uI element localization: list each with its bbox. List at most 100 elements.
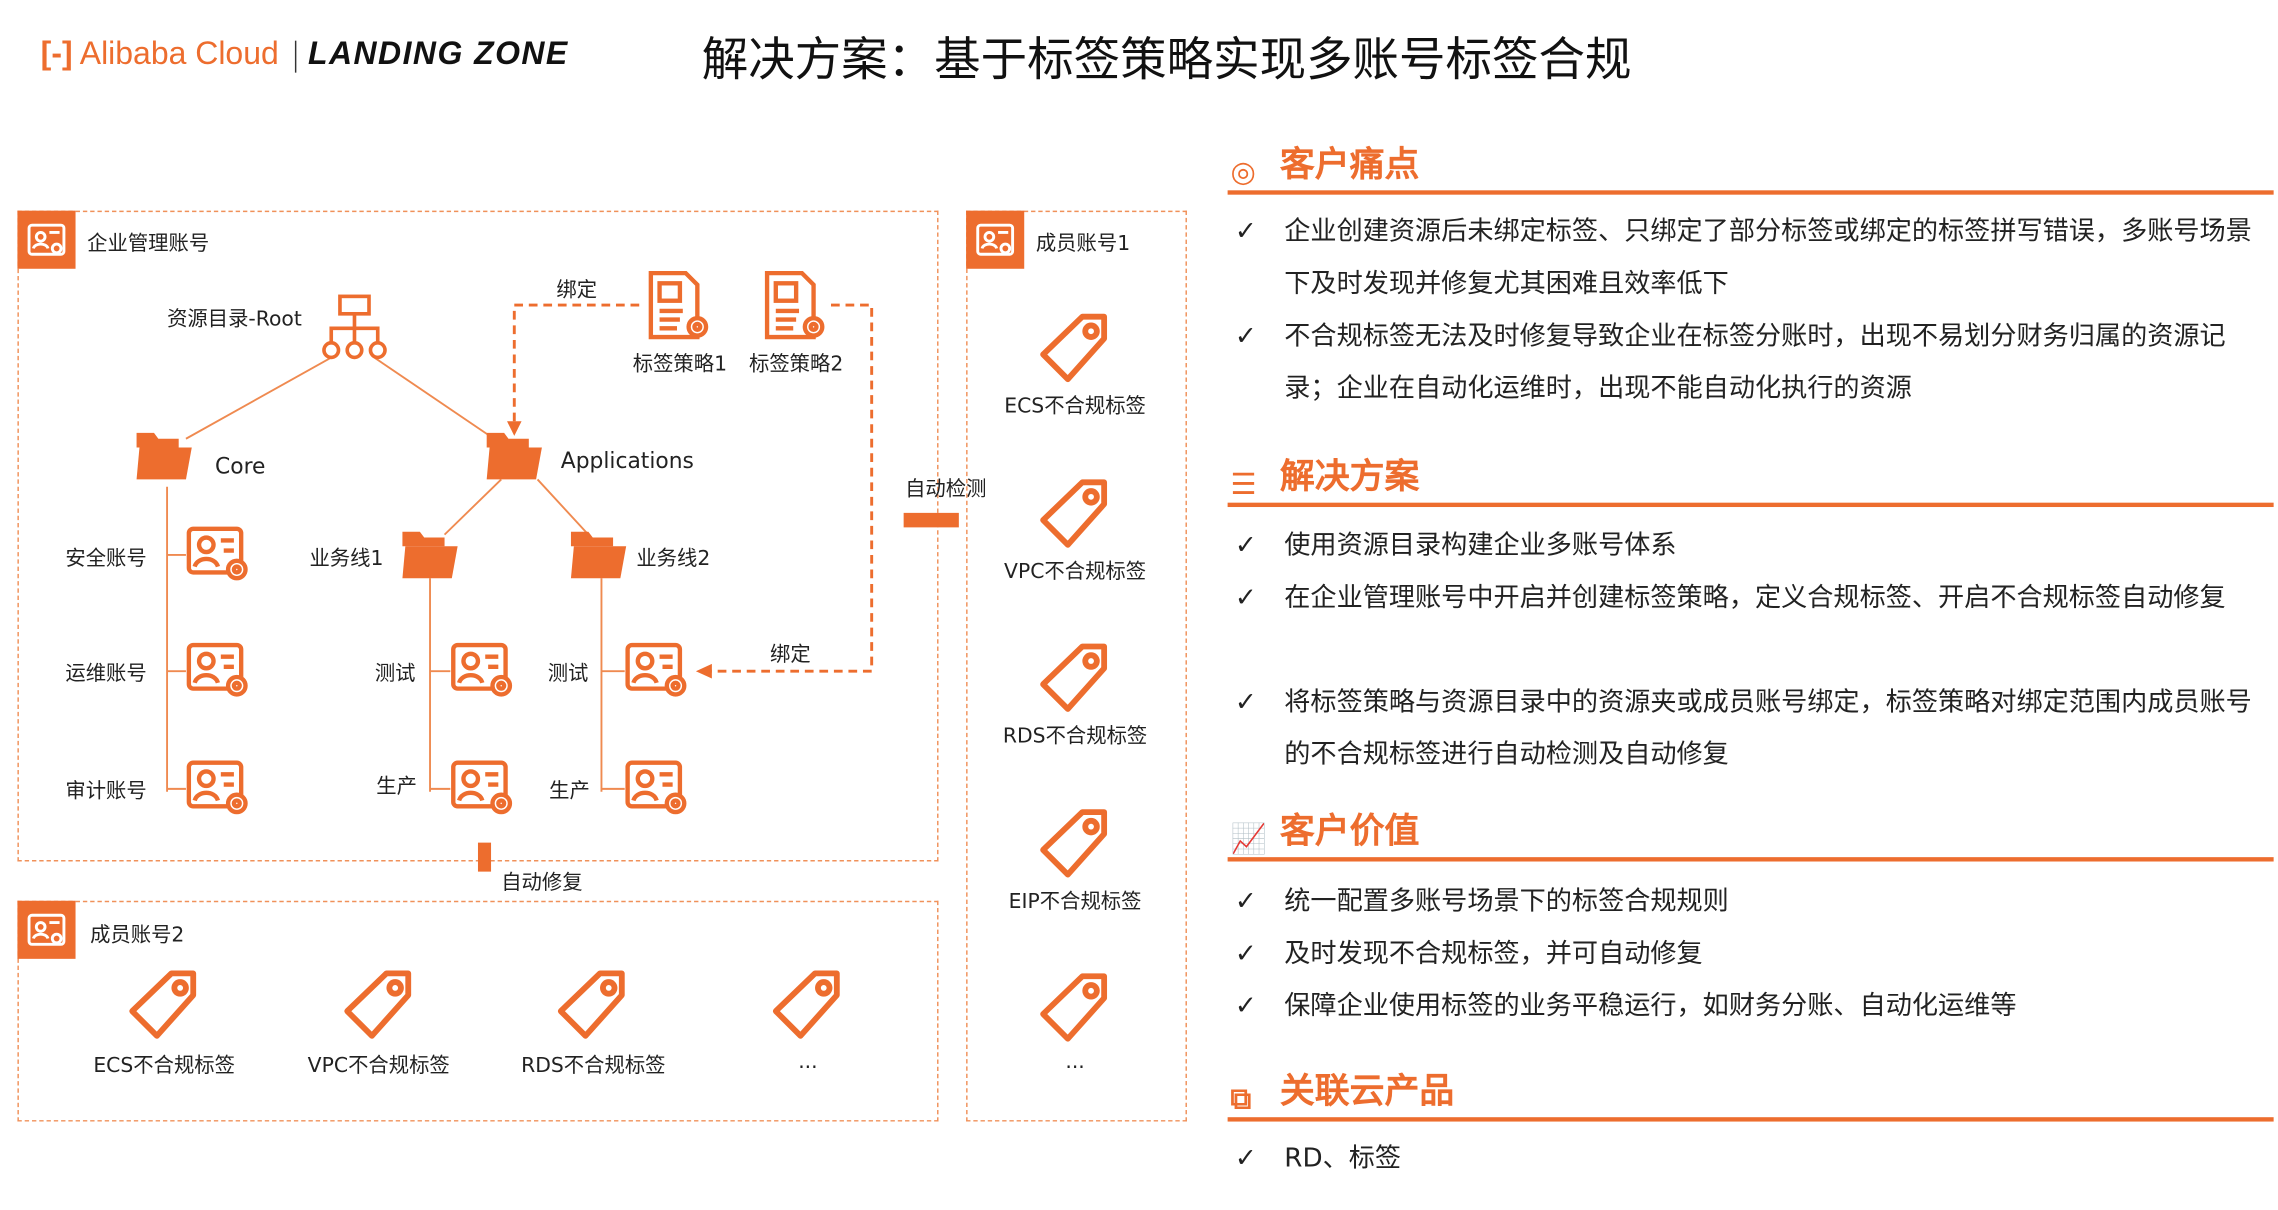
member2-box (17, 900, 939, 1122)
bullet-text: 在企业管理账号中开启并创建标签策略，定义合规标签、开启不合规标签自动修复 (1284, 582, 2226, 614)
bullet-item: ✓使用资源目录构建企业多账号体系 (1235, 520, 2269, 572)
check-icon: ✓ (1234, 582, 1257, 614)
section-checklist-icon: ☰ (1230, 466, 1257, 502)
section-title: 客户痛点 (1279, 143, 1420, 185)
check-icon: ✓ (1234, 687, 1257, 718)
auto-detect-label: 自动检测 (905, 477, 987, 502)
bullet-text: RD、标签 (1284, 1143, 1402, 1174)
bind-label: 绑定 (769, 643, 811, 667)
member2-label: 成员账号2 (90, 923, 185, 948)
tag-policy-icon (761, 269, 828, 342)
check-icon: ✓ (1234, 938, 1257, 970)
account-label: 安全账号 (65, 547, 147, 571)
tag-policy-icon (645, 269, 712, 342)
account-label: 测试 (547, 662, 589, 686)
account-label: 生产 (549, 780, 590, 804)
folder-line2-label: 业务线2 (636, 547, 711, 571)
section-header: ◎ 客户痛点 (1231, 135, 1420, 192)
alibaba-cloud-logo: [-] Alibaba Cloud (40, 34, 279, 72)
section-rule (1227, 502, 2274, 508)
tag-label: RDS不合规标签 (521, 1054, 666, 1078)
folder-icon (134, 430, 195, 482)
member1-label: 成员账号1 (1035, 232, 1131, 256)
section-linked-products-icon: ⧉ (1230, 1080, 1252, 1116)
tag-icon (1039, 642, 1112, 715)
bullet-item: ✓ 保障企业使用标签的业务平稳运行，如财务分账、自动化运维等 (1235, 981, 2269, 1033)
bullet-text: 不合规标签无法及时修复导致企业在标签分账时，出现不易划分财务归属的资源记录；企业… (1284, 321, 2226, 404)
bullet-text: 使用资源目录构建企业多账号体系 (1284, 530, 1677, 561)
section-rule (1227, 190, 2274, 195)
account-icon (625, 639, 692, 703)
tag-label: ECS不合规标签 (93, 1054, 236, 1078)
resource-directory-icon (320, 293, 390, 363)
account-icon (186, 757, 253, 821)
account-icon (17, 210, 76, 269)
landing-zone-logo: LANDING ZONE (307, 34, 569, 72)
account-label: 测试 (374, 662, 416, 686)
bullet-text: 及时发现不合规标签，并可自动修复 (1284, 938, 1703, 970)
auto-fix-arrow (477, 842, 492, 872)
tag-icon (772, 969, 845, 1042)
tag-icon (1039, 807, 1112, 880)
folder-icon (568, 529, 629, 581)
bullet-item: ✓ 将标签策略与资源目录中的资源夹或成员账号绑定，标签策略对绑定范围内成员账号的不… (1235, 677, 2269, 782)
tag-icon (1039, 972, 1112, 1045)
member1-box (966, 210, 1187, 1122)
folder-core-label: Core (215, 453, 266, 480)
section-target-icon: ◎ (1230, 153, 1256, 189)
bullet-text: 将标签策略与资源目录中的资源夹或成员账号绑定，标签策略对绑定范围内成员账号的不合… (1284, 687, 2252, 770)
section-chart-growth-icon: 📈 (1230, 820, 1267, 856)
account-icon (186, 639, 253, 703)
section-title: 关联云产品 (1279, 1070, 1455, 1112)
folder-icon (484, 430, 545, 482)
logo-divider (294, 40, 297, 73)
tag-label: VPC不合规标签 (1004, 560, 1147, 584)
section-header: ☰ 解决方案 (1231, 447, 1420, 504)
account-icon (186, 523, 253, 587)
tag-icon (1039, 312, 1112, 385)
bullet-item: ✓ 企业创建资源后未绑定标签、只绑定了部分标签或绑定的标签拼写错误，多账号场景下及… (1235, 206, 2269, 311)
account-icon (450, 639, 517, 703)
check-icon: ✓ (1234, 1143, 1257, 1174)
mgmt-account-label: 企业管理账号 (87, 232, 210, 256)
section-title: 解决方案 (1279, 456, 1420, 497)
bullet-item: ✓ 不合规标签无法及时修复导致企业在标签分账时，出现不易划分财务归属的资源记录；企… (1235, 311, 2269, 416)
tag-label: ... (798, 1050, 818, 1074)
check-icon: ✓ (1234, 216, 1257, 247)
check-icon: ✓ (1234, 990, 1257, 1022)
tag-policy-label: 标签策略2 (748, 353, 844, 377)
account-label: 审计账号 (65, 780, 147, 804)
check-icon: ✓ (1234, 321, 1257, 352)
bullet-text: 保障企业使用标签的业务平稳运行，如财务分账、自动化运维等 (1284, 990, 2017, 1022)
auto-detect-arrow (903, 512, 959, 528)
page-title: 解决方案：基于标签策略实现多账号标签合规 (701, 31, 1632, 88)
auto-fix-label: 自动修复 (501, 871, 583, 895)
bullet-text: 企业创建资源后未绑定标签、只绑定了部分标签或绑定的标签拼写错误，多账号场景下及时… (1284, 216, 2252, 300)
account-icon (17, 900, 76, 959)
tag-label: RDS不合规标签 (1002, 724, 1148, 749)
bullet-item: ✓ RD、标签 (1235, 1133, 2269, 1185)
tag-icon (1039, 477, 1112, 550)
section-rule (1227, 1117, 2274, 1122)
section-header: ⧉ 关联云产品 (1231, 1062, 1455, 1119)
tag-icon (342, 969, 415, 1042)
tag-label: ... (1065, 1050, 1085, 1074)
tag-policy-label: 标签策略1 (632, 353, 728, 377)
folder-icon (400, 529, 461, 581)
account-icon (966, 210, 1025, 269)
account-icon (625, 757, 692, 821)
tree-lines (166, 303, 959, 872)
bullet-text: 统一配置多账号场景下的标签合规规则 (1284, 886, 1729, 917)
account-icon (450, 757, 517, 821)
tag-icon (557, 969, 630, 1042)
section-rule (1227, 857, 2274, 862)
check-icon: ✓ (1234, 886, 1257, 917)
tag-label: EIP不合规标签 (1008, 889, 1142, 914)
folder-line1-label: 业务线1 (309, 547, 384, 571)
bullet-item: ✓ 及时发现不合规标签，并可自动修复 (1235, 928, 2269, 980)
account-label: 运维账号 (65, 662, 147, 686)
section-header: 📈 客户价值 (1231, 802, 1420, 859)
tag-icon (128, 969, 201, 1042)
section-title: 客户价值 (1279, 810, 1420, 852)
